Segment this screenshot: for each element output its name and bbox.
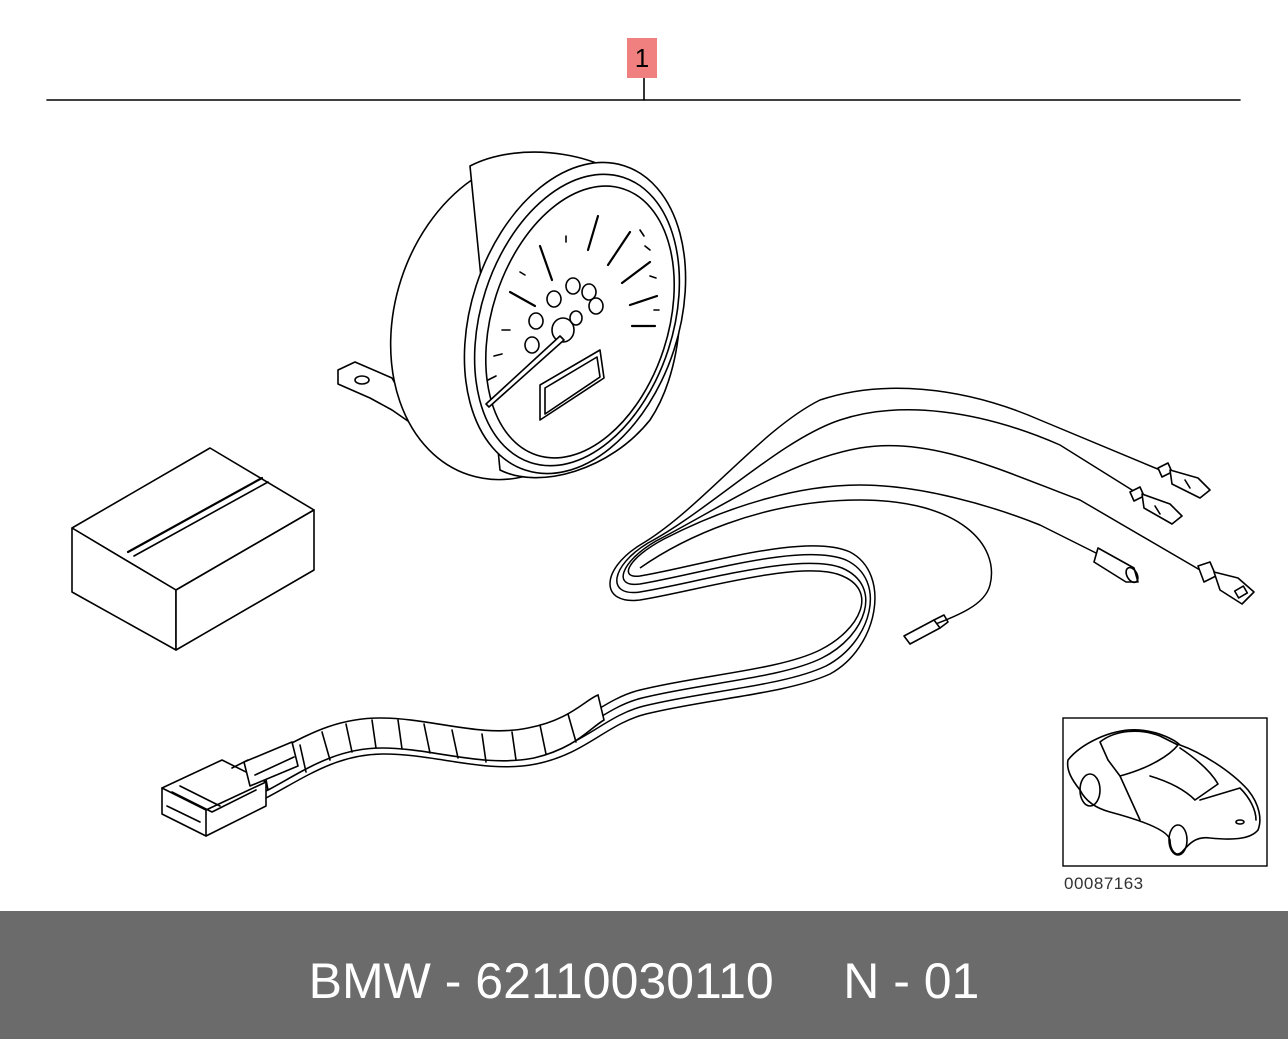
lcd-display-inner bbox=[544, 356, 601, 415]
main-connector bbox=[161, 741, 299, 837]
parts-box bbox=[71, 447, 315, 651]
diagram-drawing bbox=[46, 77, 1268, 867]
gauge-bezel bbox=[463, 161, 687, 475]
box-tape-line bbox=[126, 476, 264, 554]
bracket-hole bbox=[354, 375, 370, 385]
wire-terminal-1 bbox=[1157, 462, 1211, 499]
callout-number: 1 bbox=[634, 43, 650, 73]
box-side bbox=[175, 509, 315, 651]
dial-tick-marks bbox=[487, 214, 660, 381]
diagram-id-label: 00087163 bbox=[1064, 874, 1144, 893]
gauge-dial-face bbox=[484, 185, 676, 459]
harness-sheathing bbox=[261, 693, 605, 792]
wire-terminal-2 bbox=[1129, 486, 1183, 525]
wire-terminal-4 bbox=[1093, 547, 1139, 584]
footer-brand: BMW bbox=[308, 953, 431, 1009]
wire-terminal-5 bbox=[903, 614, 949, 645]
footer-variant: N - 01 bbox=[843, 953, 980, 1009]
wire-4 bbox=[265, 484, 1111, 799]
thumbnail-frame bbox=[1062, 717, 1268, 867]
footer-separator: - bbox=[430, 953, 476, 1009]
footer-part-number: 62110030110 bbox=[475, 953, 774, 1009]
vehicle-thumbnail bbox=[1062, 717, 1268, 867]
wire-5 bbox=[639, 499, 993, 631]
wiring-harness bbox=[161, 387, 1255, 837]
parts-diagram: 1 00087163 bbox=[46, 38, 1268, 893]
lcd-display bbox=[539, 349, 605, 421]
callout-leader bbox=[46, 77, 1241, 101]
speedometer-gauge bbox=[337, 151, 687, 481]
footer-gap bbox=[774, 953, 843, 1009]
wire-terminal-3 bbox=[1197, 561, 1255, 605]
callout-number-badge: 1 bbox=[627, 38, 657, 78]
footer-bar: BMW - 62110030110 N - 01 bbox=[0, 911, 1288, 1039]
sheathing-wrap-lines bbox=[299, 713, 577, 773]
indicator-lamps bbox=[524, 277, 604, 354]
car-icon bbox=[1066, 729, 1261, 856]
gauge-needle bbox=[485, 335, 565, 408]
gauge-bezel-inner-ring bbox=[473, 173, 681, 467]
footer-caption: BMW - 62110030110 N - 01 bbox=[0, 911, 1288, 1039]
